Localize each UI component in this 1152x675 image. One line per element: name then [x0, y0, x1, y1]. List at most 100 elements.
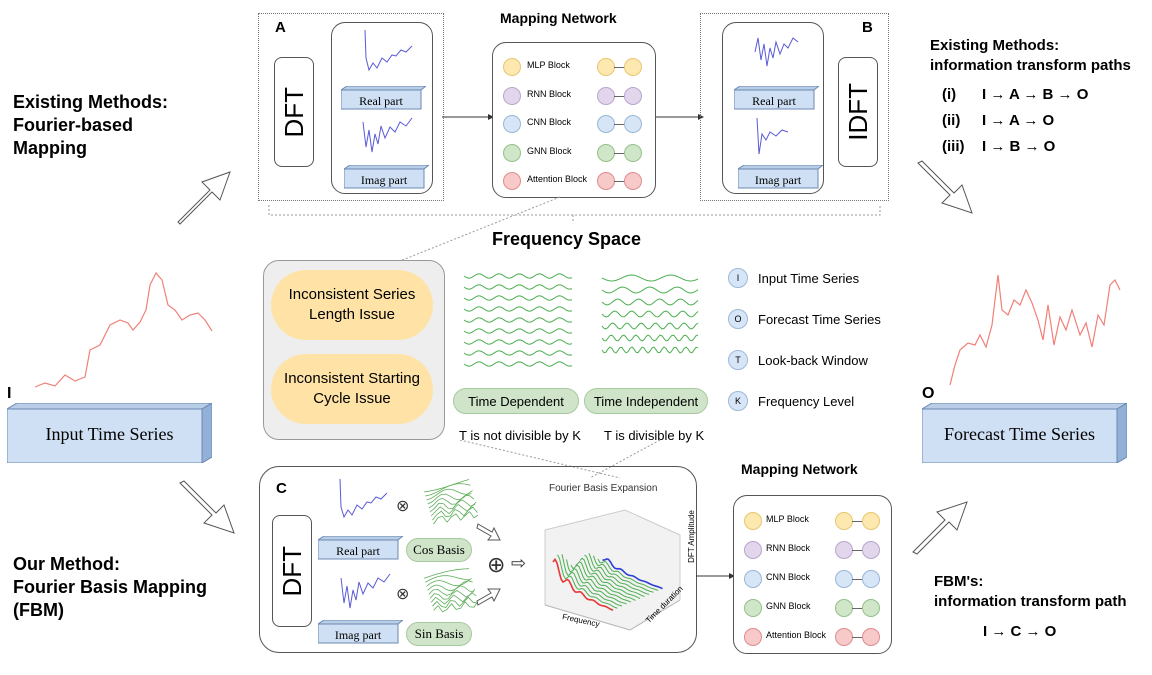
imag-part-label-B: Imag part: [754, 173, 802, 187]
mapping-block-row: GNN Block: [493, 142, 655, 162]
expansion-curve: [602, 558, 663, 590]
surface-line: [426, 488, 472, 501]
path-item: (ii)I → A → O: [942, 112, 1055, 129]
wave-line: [601, 322, 699, 330]
block-node-pair-icon: [835, 599, 885, 617]
block-label: MLP Block: [766, 514, 809, 524]
block-node-pair-icon: [597, 115, 647, 133]
mapping-block-row: MLP Block: [734, 510, 891, 530]
block-node-pair-icon: [597, 86, 647, 105]
wave-line: [601, 346, 699, 354]
mapping-block-row: MLP Block: [493, 56, 655, 76]
box-A: [258, 13, 444, 201]
imag-part-box-C: [318, 620, 403, 644]
imag-part-plot-A: [362, 117, 413, 153]
block-color-icon: [744, 512, 762, 530]
existing-paths-heading: Existing Methods: information transform …: [930, 37, 1131, 74]
block-node-pair-icon: [597, 172, 647, 190]
dft-box-top: DFT: [274, 57, 314, 167]
block-node-pair-icon: [597, 143, 647, 162]
cos-basis-surface: [423, 479, 478, 525]
surface-line: [429, 588, 476, 600]
expansion-curve: [584, 554, 645, 597]
wave-line: [601, 286, 699, 294]
label-A: A: [275, 19, 286, 36]
frequency-space-title: Frequency Space: [492, 229, 642, 249]
surface-line: [430, 592, 477, 605]
block-color-icon: [744, 541, 762, 559]
fbm-path: I → C → O: [983, 623, 1057, 640]
legend-item: O Forecast Time Series: [728, 309, 881, 329]
block-label: RNN Block: [766, 543, 811, 553]
label-B: B: [862, 19, 873, 36]
surface-line: [425, 575, 471, 583]
output-box-3d: [922, 403, 1127, 463]
wave-line: [463, 284, 573, 290]
dft-box-bottom: DFT: [272, 515, 312, 627]
legend-item: I Input Time Series: [728, 268, 881, 288]
frequency-space-bracket: [268, 196, 881, 264]
mapping-block-row: CNN Block: [493, 113, 655, 133]
real-part-label-A: Real part: [359, 94, 403, 108]
mapping-block-row: Attention Block: [734, 626, 891, 646]
time-dependent-waves: [463, 273, 573, 367]
input-series-plot: [34, 271, 213, 388]
box-B: [700, 13, 889, 201]
otimes-cos: ⊗: [396, 498, 410, 515]
block-node-pair-icon: [597, 58, 647, 76]
block-color-icon: [744, 599, 762, 617]
sin-basis-pill: Sin Basis: [406, 622, 472, 646]
wave-line: [463, 328, 573, 334]
expansion-curve: [597, 558, 659, 591]
sin-basis-surface: [423, 568, 478, 613]
path-item: (iii)I → B → O: [942, 138, 1056, 155]
wave-line: [601, 274, 699, 282]
input-box-label: Input Time Series: [45, 424, 174, 444]
wave-line: [463, 317, 573, 323]
real-part-plot-C: [339, 478, 388, 519]
mapping-block-row: RNN Block: [734, 539, 891, 559]
block-label: MLP Block: [527, 60, 570, 70]
issue-starting-cycle: Inconsistent Starting Cycle Issue: [273, 356, 431, 422]
surface-line: [432, 506, 478, 521]
imag-part-plot-C: [340, 573, 391, 609]
block-label: Attention Block: [527, 174, 588, 184]
arrow-to-expansion: ⇨: [511, 553, 527, 573]
time-independent-pill: Time Independent: [584, 388, 708, 414]
legend-item: T Look-back Window: [728, 350, 881, 370]
surface-line: [427, 490, 473, 505]
expansion-curve: [579, 557, 641, 599]
label-C: C: [276, 480, 287, 497]
surface-line: [423, 568, 470, 579]
block-node-pair-icon: [835, 512, 885, 530]
output-label-O: O: [922, 385, 935, 402]
wave-line: [601, 298, 699, 306]
expansion-curve: [588, 553, 650, 595]
arrow-mapping-to-B: [652, 114, 704, 120]
mapping-network-title-top: Mapping Network: [500, 10, 617, 26]
surface-line: [428, 585, 474, 596]
expansion-curve: [593, 555, 654, 593]
mapping-block-row: GNN Block: [734, 597, 891, 617]
real-part-box-C: [318, 536, 403, 560]
block-color-icon: [503, 58, 521, 76]
real-part-box-A: [341, 86, 426, 110]
input-box-3d: [7, 403, 212, 463]
arrow-up-right-output: [912, 501, 968, 555]
real-part-label-B: Real part: [752, 94, 796, 108]
idft-box: IDFT: [838, 57, 878, 167]
wave-line: [463, 295, 573, 301]
arrow-up-right: [177, 171, 231, 225]
wave-line: [601, 310, 699, 318]
mapping-network-title-bottom: Mapping Network: [741, 461, 858, 477]
block-color-icon: [744, 570, 762, 588]
imag-part-box-A: [344, 165, 429, 189]
expansion-curve: [570, 564, 632, 603]
path-item: (i)I → A → B → O: [942, 86, 1089, 103]
surface-line: [433, 600, 478, 613]
surface-line: [423, 479, 470, 493]
note-not-divisible: T is not divisible by K: [459, 428, 581, 443]
cos-basis-pill: Cos Basis: [406, 538, 472, 562]
block-label: Attention Block: [766, 630, 827, 640]
imag-part-box-B: [738, 165, 823, 189]
